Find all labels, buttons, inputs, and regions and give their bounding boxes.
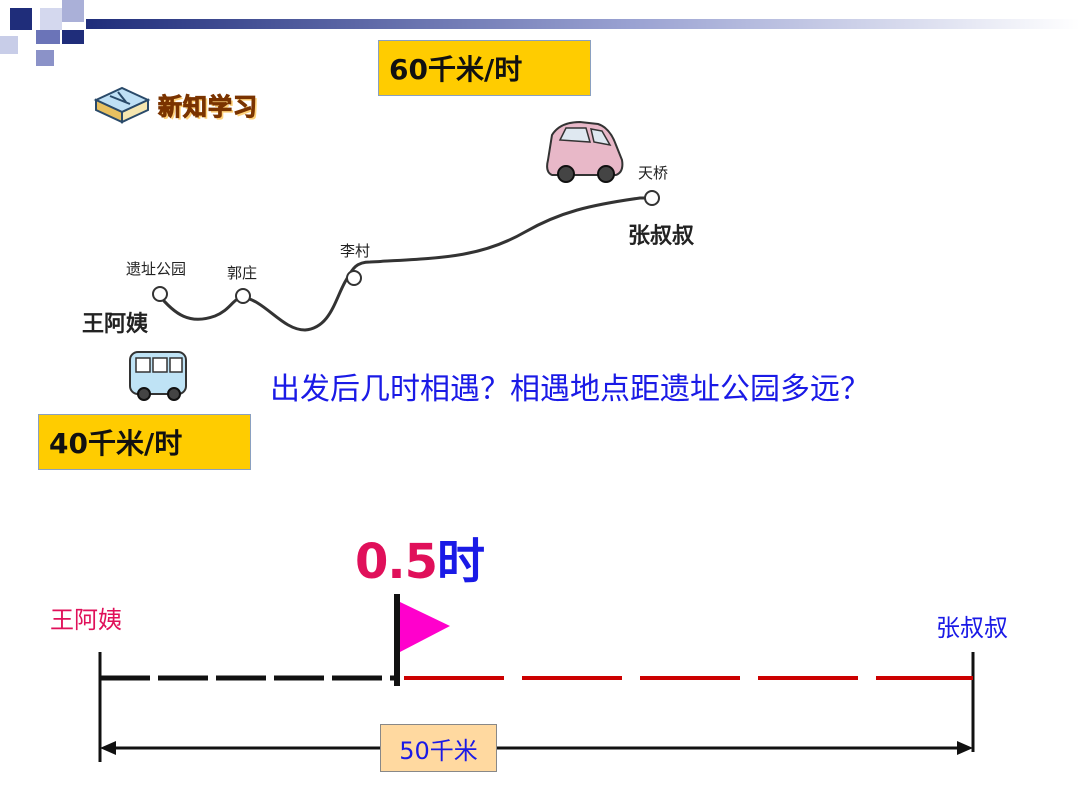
- book-icon: [93, 86, 151, 124]
- slide-header-bar: [86, 14, 1080, 29]
- distance-label: 50千米: [399, 736, 478, 765]
- place-label-park: 遗址公园: [126, 260, 187, 278]
- slide-corner-decoration: [0, 0, 90, 70]
- van-icon: [129, 351, 187, 401]
- section-badge: 新知学习: [92, 82, 258, 126]
- section-title: 新知学习: [158, 92, 258, 121]
- car-icon: [546, 120, 624, 183]
- line-label-right: 张叔叔: [936, 614, 1008, 642]
- person-label-wang: 王阿姨: [82, 311, 149, 337]
- place-label-guozhuang: 郭庄: [227, 264, 258, 282]
- meeting-time-value: 0.5: [355, 534, 438, 590]
- speed-box-car: 60千米/时: [378, 40, 591, 96]
- stop-marker-guozhuang: [235, 288, 251, 304]
- stop-marker-tianqiao: [644, 190, 660, 206]
- speed-car-text: 60千米/时: [389, 53, 523, 86]
- flag-icon: [400, 602, 450, 652]
- speed-box-van: 40千米/时: [38, 414, 251, 470]
- distance-label-box: 50千米: [380, 724, 497, 772]
- place-label-tianqiao: 天桥: [638, 164, 669, 182]
- arrow-head-right: [957, 741, 973, 755]
- place-label-licun: 李村: [340, 242, 371, 260]
- stop-marker-licun: [346, 270, 362, 286]
- person-label-zhang: 张叔叔: [628, 223, 695, 249]
- speed-van-text: 40千米/时: [49, 427, 183, 460]
- arrow-head-left: [100, 741, 116, 755]
- meeting-time-unit: 时: [437, 534, 485, 590]
- meeting-time-label: 0.5时: [355, 522, 485, 592]
- question-text: 出发后几时相遇？相遇地点距遗址公园多远？: [270, 372, 870, 407]
- line-label-left: 王阿姨: [50, 606, 122, 634]
- stop-marker-park: [152, 286, 168, 302]
